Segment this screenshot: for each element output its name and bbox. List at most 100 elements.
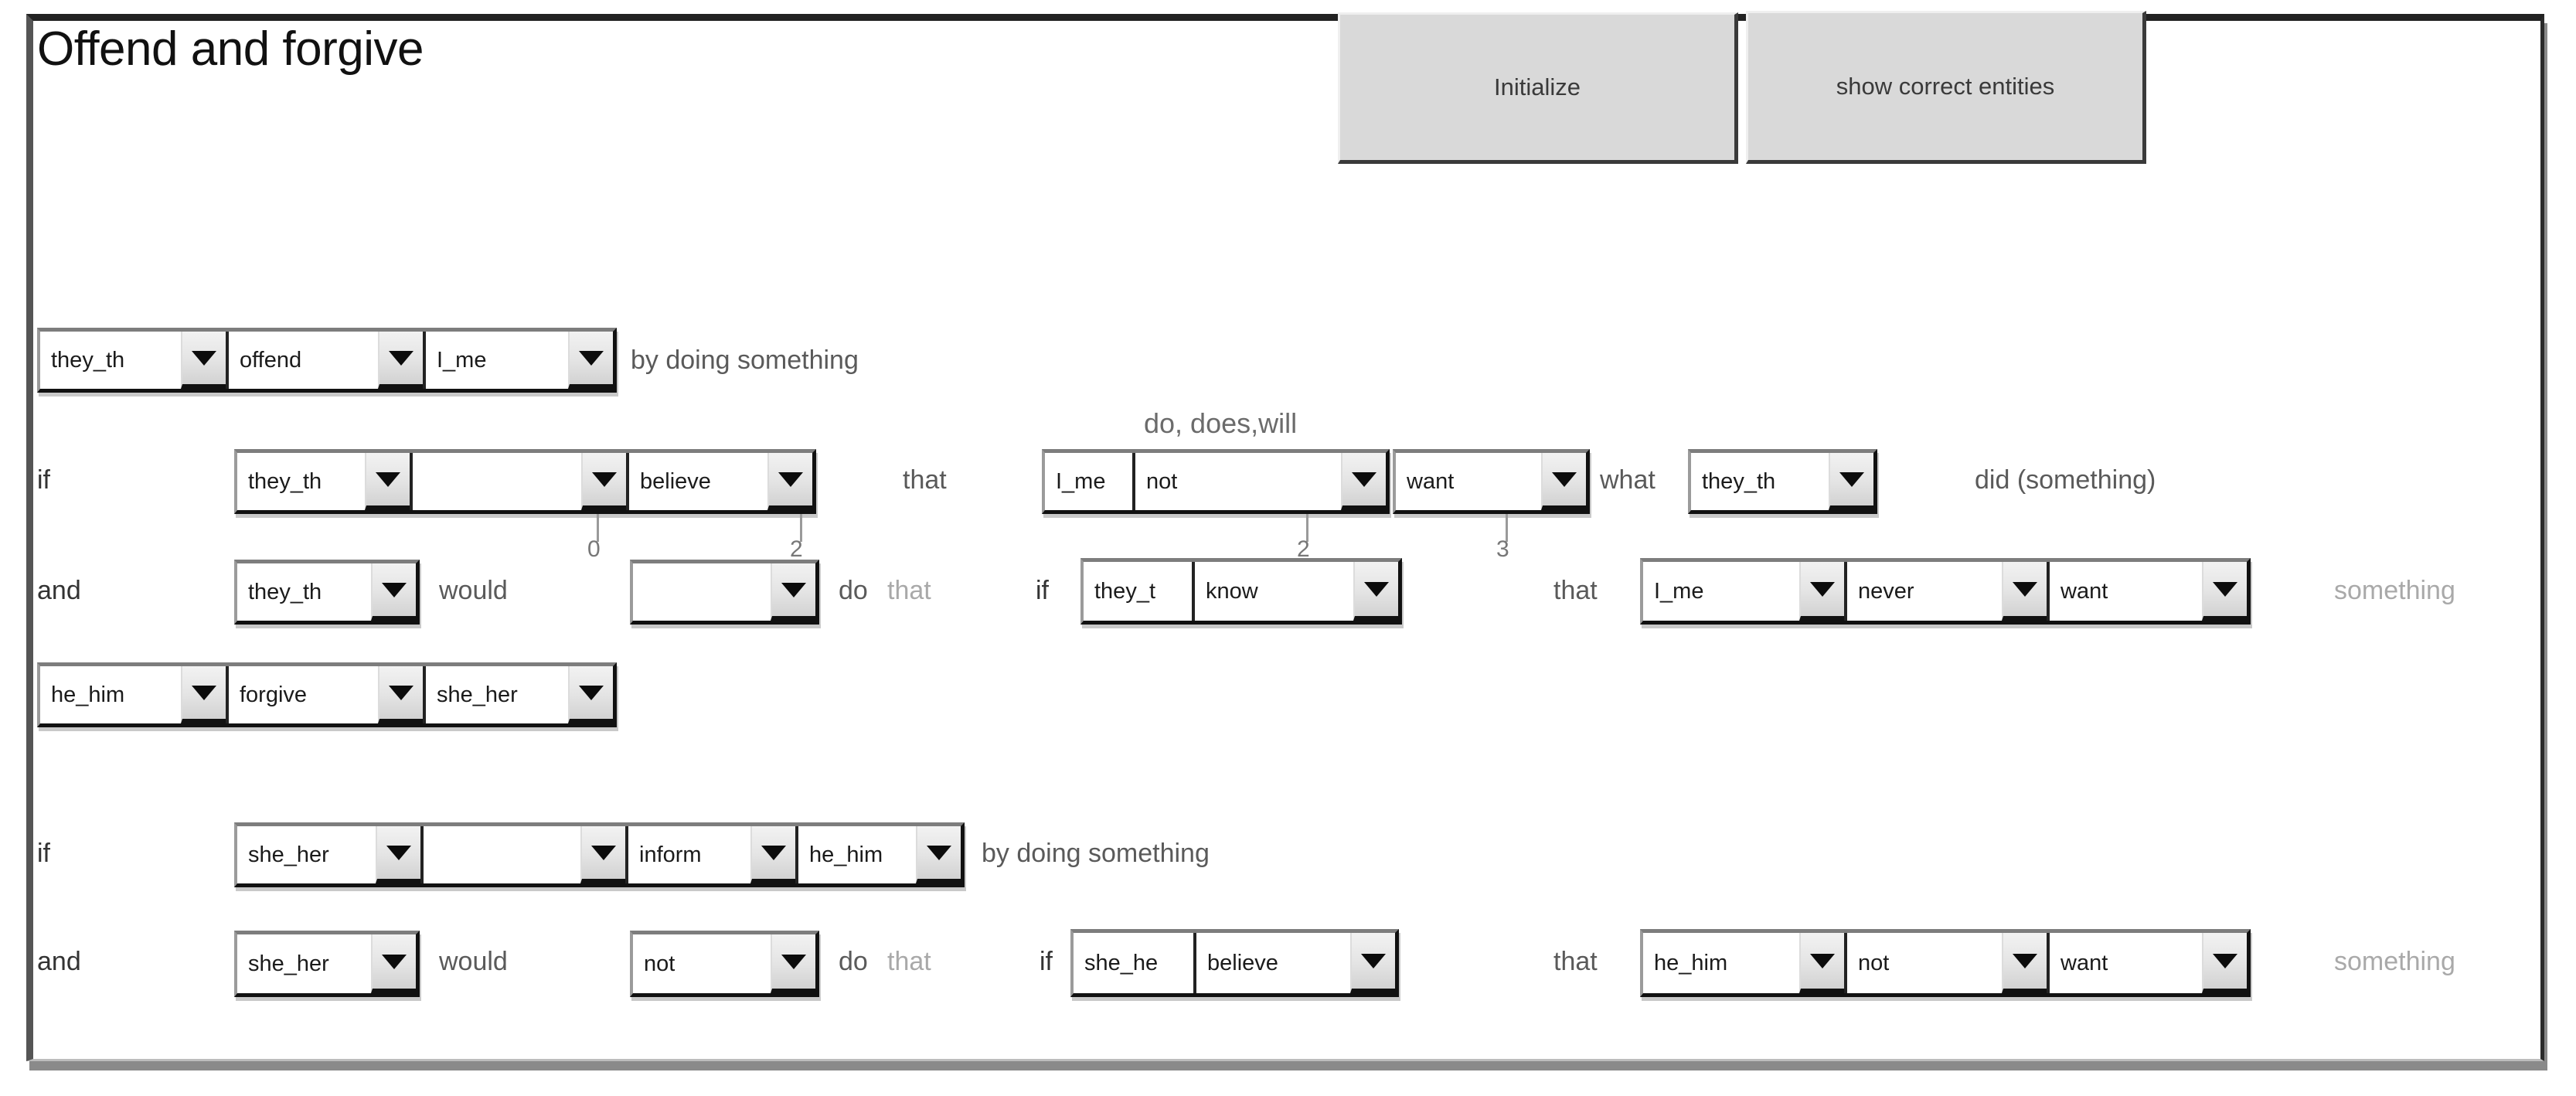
chevron-down-icon[interactable] xyxy=(580,826,625,883)
chevron-down-icon[interactable] xyxy=(378,666,423,723)
cell-entity-6[interactable]: she_he xyxy=(1074,933,1193,993)
text-that-4: that xyxy=(1553,947,1598,976)
text-do-1: do xyxy=(839,576,868,605)
combo-verb-want-2-label: want xyxy=(1407,468,1455,494)
text-do-2: do xyxy=(839,947,868,976)
leader-line-3 xyxy=(1506,514,1508,542)
cell-entity-3[interactable]: they_t xyxy=(1084,562,1192,621)
combo-verb-believe-6-label: believe xyxy=(1207,950,1278,975)
chevron-down-icon[interactable] xyxy=(371,934,416,993)
chevron-down-icon[interactable] xyxy=(2202,562,2247,621)
chevron-down-icon[interactable] xyxy=(1541,453,1586,510)
combo-verb-forgive-label: forgive xyxy=(240,682,308,707)
combo-verb-want-3[interactable]: want xyxy=(2047,562,2247,621)
combo-object-5[interactable]: he_him xyxy=(795,826,961,883)
row-3-subject-group: they_th xyxy=(234,560,420,625)
show-correct-entities-button[interactable]: show correct entities xyxy=(1746,11,2146,164)
combo-negation-6[interactable]: not xyxy=(1844,933,2047,993)
leader-line-2a xyxy=(800,514,802,542)
chevron-down-icon[interactable] xyxy=(568,332,613,389)
chevron-down-icon[interactable] xyxy=(1341,453,1386,510)
text-would-2: would xyxy=(439,947,508,976)
index-number-3: 3 xyxy=(1496,536,1509,562)
row-6-subject-group: she_her xyxy=(234,931,420,997)
combo-verb-inform[interactable]: inform xyxy=(625,826,795,883)
combo-negation-2[interactable]: not xyxy=(1132,453,1386,510)
chevron-down-icon[interactable] xyxy=(771,934,815,993)
chevron-down-icon[interactable] xyxy=(750,826,795,883)
combo-verb-want-6[interactable]: want xyxy=(2047,933,2247,993)
combo-subject-6[interactable]: she_her xyxy=(237,934,416,993)
combo-verb-want-6-label: want xyxy=(2060,950,2108,975)
chevron-down-icon[interactable] xyxy=(1829,453,1873,510)
combo-object-4-label: she_her xyxy=(437,682,518,707)
combo-verb-forgive[interactable]: forgive xyxy=(226,666,423,723)
combo-subject-1[interactable]: they_th xyxy=(40,332,226,389)
chevron-down-icon[interactable] xyxy=(1799,562,1844,621)
combo-modal-3[interactable] xyxy=(633,563,815,621)
chevron-down-icon[interactable] xyxy=(1353,562,1398,621)
combo-negation-3-label: never xyxy=(1858,578,1914,604)
row-4-forgive-group: he_him forgive she_her xyxy=(37,662,617,727)
combo-modal-6[interactable]: not xyxy=(633,934,815,993)
combo-subject-2b[interactable]: they_th xyxy=(1691,453,1873,510)
initialize-button[interactable]: Initialize xyxy=(1338,12,1738,164)
row-6-want-group: he_him not want xyxy=(1640,929,2251,997)
text-do-that-tail-2: that xyxy=(887,947,931,976)
combo-object-4[interactable]: she_her xyxy=(423,666,613,723)
chevron-down-icon[interactable] xyxy=(568,666,613,723)
chevron-down-icon[interactable] xyxy=(365,453,410,510)
combo-entity-6b[interactable]: he_him xyxy=(1643,933,1844,993)
chevron-down-icon[interactable] xyxy=(916,826,961,883)
cell-entity-2-label: I_me xyxy=(1056,468,1106,494)
chevron-down-icon[interactable] xyxy=(2002,562,2047,621)
chevron-down-icon[interactable] xyxy=(1799,933,1844,993)
row-3-modal-group xyxy=(630,560,819,625)
combo-verb-offend[interactable]: offend xyxy=(226,332,423,389)
text-something-2: something xyxy=(2334,947,2455,976)
combo-verb-know[interactable]: know xyxy=(1192,562,1398,621)
combo-verb-know-label: know xyxy=(1206,578,1258,604)
combo-entity-3b[interactable]: I_me xyxy=(1643,562,1844,621)
chevron-down-icon[interactable] xyxy=(371,563,416,621)
row-2-verb-want-group: want xyxy=(1393,449,1590,514)
text-did-something: did (something) xyxy=(1975,465,2156,495)
combo-subject-3[interactable]: they_th xyxy=(237,563,416,621)
combo-verb-believe[interactable]: believe xyxy=(626,453,812,510)
text-that-2: that xyxy=(1553,576,1598,605)
text-would-1: would xyxy=(439,576,508,605)
chevron-down-icon[interactable] xyxy=(181,332,226,389)
combo-verb-believe-6[interactable]: believe xyxy=(1193,933,1395,993)
combo-verb-inform-label: inform xyxy=(639,842,702,867)
combo-modal-2[interactable] xyxy=(410,453,626,510)
combo-negation-3[interactable]: never xyxy=(1844,562,2047,621)
text-and-2: and xyxy=(37,947,81,976)
leader-line-0 xyxy=(597,514,599,542)
cell-entity-6-label: she_he xyxy=(1084,950,1159,975)
chevron-down-icon[interactable] xyxy=(2202,933,2247,993)
combo-object-5-label: he_him xyxy=(809,842,883,867)
chevron-down-icon[interactable] xyxy=(581,453,626,510)
combo-subject-5[interactable]: she_her xyxy=(237,826,420,883)
combo-object-1[interactable]: I_me xyxy=(423,332,613,389)
text-do-that-tail-1: that xyxy=(887,576,931,605)
chevron-down-icon[interactable] xyxy=(771,563,815,621)
row-6-believe-group: she_he believe xyxy=(1070,929,1399,997)
text-if-1: if xyxy=(37,465,50,495)
combo-subject-5-label: she_her xyxy=(248,842,329,867)
chevron-down-icon[interactable] xyxy=(181,666,226,723)
chevron-down-icon[interactable] xyxy=(2002,933,2047,993)
chevron-down-icon[interactable] xyxy=(376,826,420,883)
chevron-down-icon[interactable] xyxy=(378,332,423,389)
cell-entity-2[interactable]: I_me xyxy=(1045,453,1132,510)
chevron-down-icon[interactable] xyxy=(767,453,812,510)
combo-modal-5[interactable] xyxy=(420,826,625,883)
combo-verb-believe-label: believe xyxy=(640,468,711,494)
chevron-down-icon[interactable] xyxy=(1350,933,1395,993)
combo-verb-want-2[interactable]: want xyxy=(1396,453,1586,510)
row-2-subject-b-group: they_th xyxy=(1688,449,1877,514)
combo-subject-1-label: they_th xyxy=(51,347,125,373)
combo-subject-2[interactable]: they_th xyxy=(237,453,410,510)
combo-subject-4[interactable]: he_him xyxy=(40,666,226,723)
